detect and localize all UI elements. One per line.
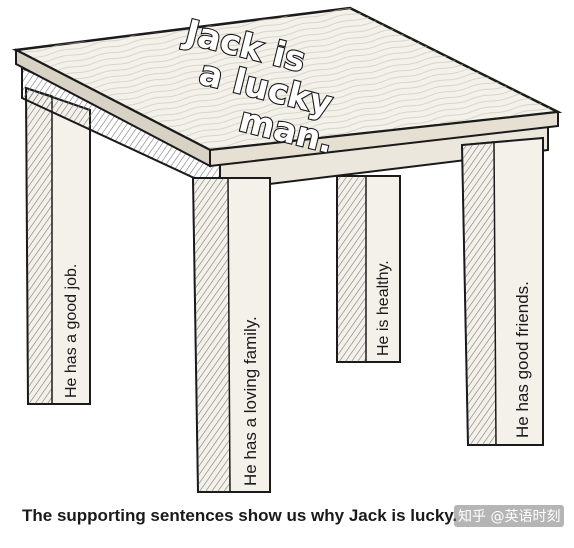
front-left-leg: [191, 177, 271, 493]
leg-text-loving-family: He has a loving family.: [241, 316, 260, 486]
back-right-leg: [336, 175, 401, 363]
leg-text-good-friends: He has good friends.: [513, 281, 532, 438]
back-left-leg: [24, 86, 91, 405]
caption: The supporting sentences show us why Jac…: [22, 506, 458, 525]
table-top-heading: Jack is a lucky man.: [178, 11, 338, 163]
table-top: [11, 6, 563, 168]
leg-text-good-job: He has a good job.: [63, 264, 80, 398]
front-right-leg: [460, 136, 544, 446]
watermark: 知乎 @英语时刻: [454, 505, 565, 527]
leg-text-healthy: He is healthy.: [375, 260, 392, 356]
